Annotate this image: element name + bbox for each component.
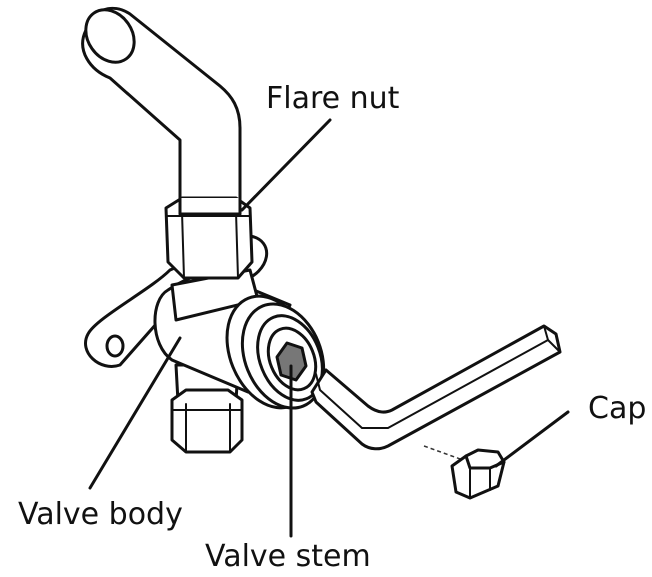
valve-stem-label: Valve stem — [205, 539, 371, 574]
flare-nut-label: Flare nut — [266, 81, 400, 116]
cap — [450, 448, 506, 500]
flare-nut-leader — [240, 118, 332, 212]
flare-nut — [164, 196, 254, 280]
valve-body-leader — [88, 336, 182, 490]
valve-stem-hex — [275, 341, 308, 382]
cap-label: Cap — [588, 391, 647, 426]
mounting-hole — [105, 334, 125, 358]
valve-body-label: Valve body — [18, 497, 183, 532]
cap-leader — [494, 410, 570, 468]
lower-nut — [170, 363, 244, 454]
hex-wrench — [310, 324, 562, 451]
pipe — [81, 6, 242, 216]
